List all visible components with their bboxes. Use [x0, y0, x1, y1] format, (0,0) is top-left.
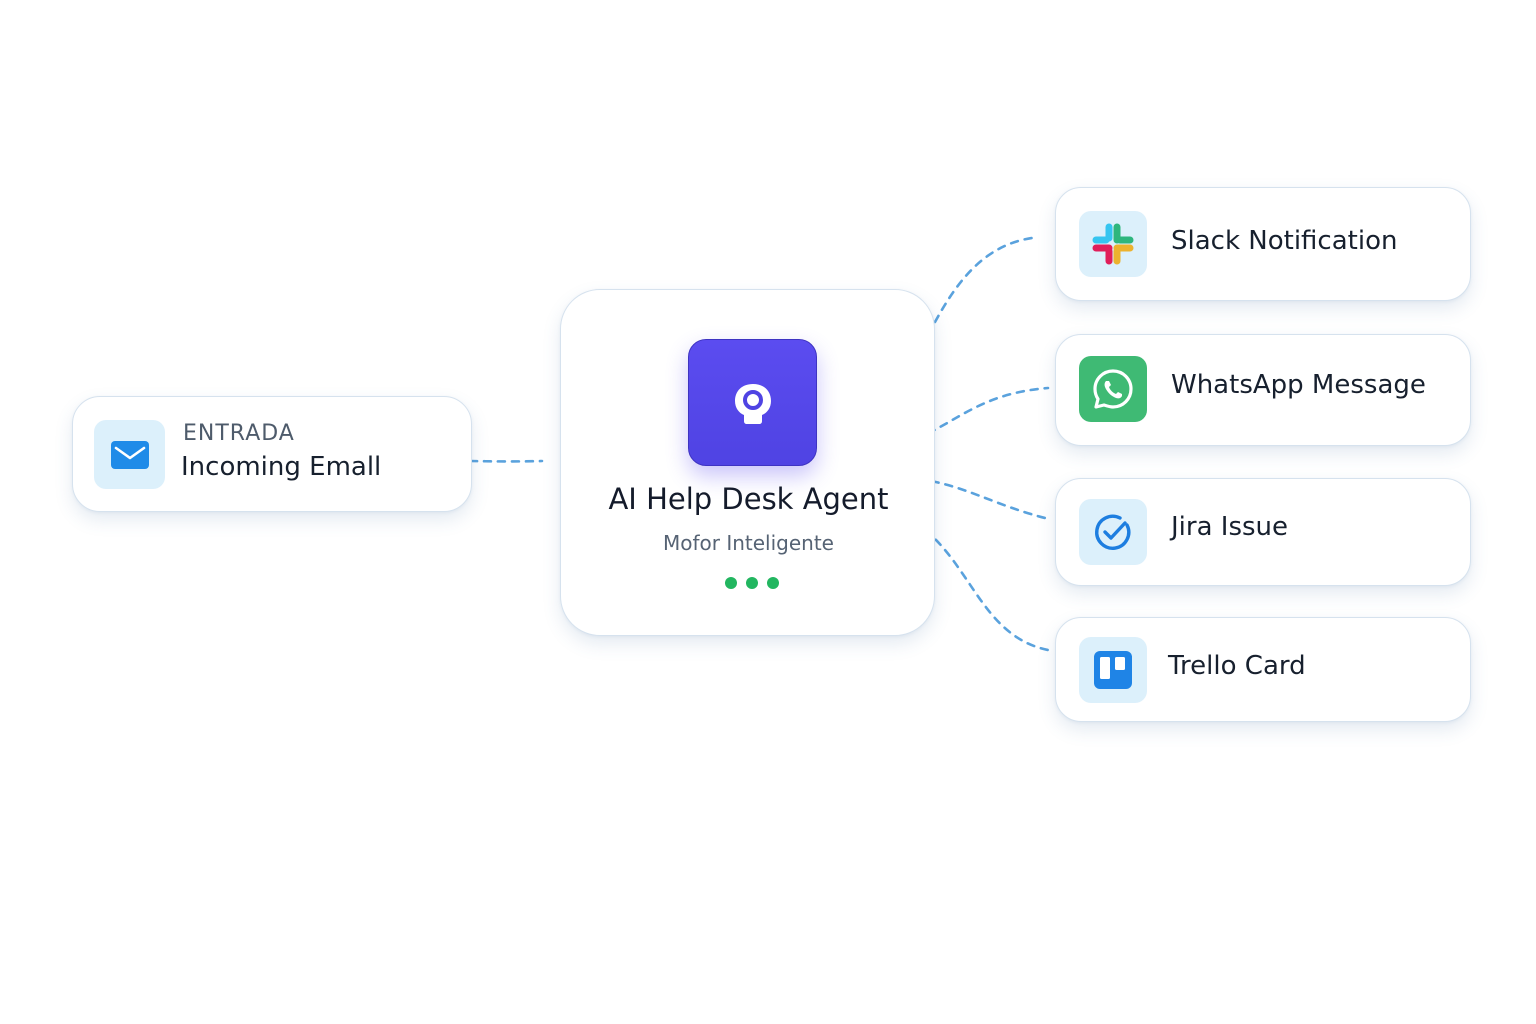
slack-label: Slack Notification: [1171, 226, 1398, 256]
input-category-label: ENTRADA: [183, 421, 295, 446]
jira-issue-card[interactable]: Jira Issue: [1055, 478, 1471, 586]
trello-icon-tile: [1079, 637, 1147, 703]
slack-icon: [1092, 223, 1134, 265]
input-title: Incoming Emall: [181, 452, 382, 482]
incoming-email-card[interactable]: ENTRADA Incoming Emall: [72, 396, 472, 512]
jira-icon-tile: [1079, 499, 1147, 565]
ai-agent-card[interactable]: AI Help Desk Agent Mofor Inteligente: [560, 289, 935, 636]
jira-label: Jira Issue: [1171, 512, 1289, 542]
whatsapp-message-card[interactable]: WhatsApp Message: [1055, 334, 1471, 446]
slack-icon-tile: [1079, 211, 1147, 277]
whatsapp-icon-tile: [1079, 356, 1147, 422]
agent-icon-tile: [688, 339, 817, 466]
status-dot: [725, 577, 737, 589]
check-circle-icon: [1095, 514, 1131, 550]
mail-icon-tile: [94, 420, 165, 489]
status-indicator: [725, 577, 779, 589]
robot-head-icon: [734, 383, 771, 424]
trello-board-icon: [1094, 651, 1132, 689]
status-dot: [746, 577, 758, 589]
whatsapp-label: WhatsApp Message: [1171, 370, 1426, 400]
mail-icon: [110, 440, 149, 469]
connector-agent-to-slack: [933, 236, 1034, 324]
status-dot: [767, 577, 779, 589]
whatsapp-icon: [1093, 369, 1133, 409]
trello-label: Trello Card: [1168, 651, 1306, 681]
agent-title: AI Help Desk Agent: [608, 482, 889, 516]
slack-notification-card[interactable]: Slack Notification: [1055, 187, 1471, 301]
agent-subtitle: Mofor Inteligente: [662, 531, 834, 555]
trello-card-card[interactable]: Trello Card: [1055, 617, 1471, 722]
